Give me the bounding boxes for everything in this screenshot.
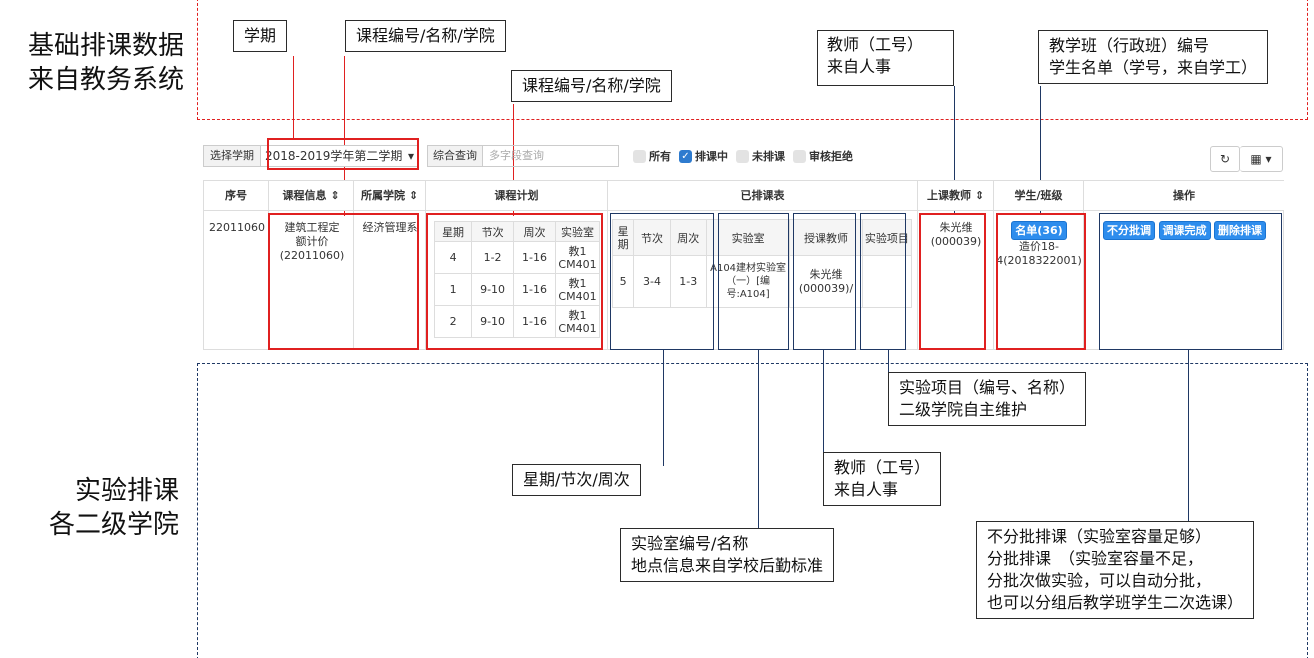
term-highlight (267, 138, 419, 170)
row-course: 建筑工程定 额计价 (22011060) (279, 221, 345, 262)
search-label: 综合查询 (427, 145, 483, 167)
col-divider (353, 211, 354, 350)
col-seq: 序号 (204, 181, 269, 211)
scheduled-table: 星期 节次 周次 实验室 授课教师 实验项目 5 3-4 1-3 A104建材实… (611, 219, 913, 308)
col-course[interactable]: 课程信息 ⇕ (269, 181, 354, 211)
callout-course-plan: 课程编号/名称/学院 (511, 70, 672, 102)
row-college: 经济管理系 (362, 221, 418, 234)
connector-term (293, 56, 294, 138)
callout-lab-room: 实验室编号/名称 地点信息来自学校后勤标准 (620, 528, 835, 582)
connector-lab-room (758, 349, 759, 528)
teacher-sched-highlight (793, 213, 856, 350)
connector-class (1040, 86, 1041, 214)
top-section-title: 基础排课数据 来自教务系统 (14, 29, 184, 97)
filter-rejected[interactable]: 审核拒绝 (793, 148, 853, 164)
term-select-value: 2018-2019学年第二学期 (265, 149, 403, 163)
sched-col-day: 星期 (611, 219, 635, 256)
filter-scheduling[interactable]: ✓ 排课中 (679, 148, 728, 164)
connector-teacher-bottom (823, 349, 824, 452)
term-select[interactable]: 2018-2019学年第二学期 ▾ (261, 145, 419, 167)
sched-col-project: 实验项目 (861, 219, 913, 256)
teacher-highlight (919, 213, 986, 350)
columns-button[interactable]: ▦ ▾ (1240, 146, 1283, 172)
bottom-section-title-line1: 实验排课 (74, 476, 179, 506)
top-section-title-line1: 基础排课数据 (27, 31, 184, 61)
plan-col-period: 节次 (471, 221, 515, 242)
row-teacher: 朱光维 (000039) (930, 221, 982, 248)
sort-icon: ⇕ (408, 189, 419, 202)
lab-schedule-region (197, 363, 1308, 658)
row-seq: 22011060 (209, 221, 265, 234)
course-highlight (268, 213, 419, 350)
row-ops: 不分批调 调课完成 删除排课 (1103, 221, 1283, 240)
callout-teacher-bottom: 教师（工号） 来自人事 (823, 452, 942, 506)
row-class: 名单(36) 造价18- 4(2018322001) (994, 221, 1084, 268)
plan-table: 星期 节次 周次 实验室 4 1-2 1-16 教1 CM401 1 9-10 … (433, 221, 600, 338)
finish-adjust-button[interactable]: 调课完成 (1158, 221, 1211, 240)
sched-col-lab: 实验室 (705, 219, 791, 256)
schedule-table: 序号 课程信息 ⇕ 所属学院 ⇕ 课程计划 已排课表 上课教师 ⇕ 学生/班级 … (203, 180, 1284, 350)
col-divider (607, 211, 608, 350)
connector-course-top (344, 56, 345, 216)
filter-all[interactable]: 所有 (633, 148, 671, 164)
connector-lab-project (888, 349, 889, 372)
callout-class: 教学班（行政班）编号 学生名单（学号，来自学工） (1038, 30, 1269, 84)
checkbox-icon (793, 149, 806, 163)
connector-week (663, 349, 664, 466)
connector-course-plan (513, 104, 514, 216)
col-college[interactable]: 所属学院 ⇕ (354, 181, 426, 211)
lab-room-highlight (718, 213, 789, 350)
sched-row: 5 3-4 1-3 A104建材实验室（一）[编号:A104] 朱光维 (000… (611, 255, 913, 308)
col-divider (993, 211, 994, 350)
search-input[interactable]: 多字段查询 (483, 145, 619, 167)
col-divider (425, 211, 426, 350)
class-highlight (996, 213, 1086, 350)
caret-down-icon: ▾ (407, 149, 414, 163)
bottom-section-title-line2: 各二级学院 (48, 510, 179, 540)
checked-checkbox-icon: ✓ (679, 149, 692, 163)
sort-icon: ⇕ (974, 189, 985, 202)
top-section-title-line2: 来自教务系统 (27, 65, 184, 95)
lab-project-highlight (860, 213, 906, 350)
term-label: 选择学期 (203, 145, 261, 167)
col-divider (1083, 211, 1084, 350)
checkbox-icon (736, 149, 749, 163)
callout-lab-project: 实验项目（编号、名称） 二级学院自主维护 (888, 372, 1087, 426)
plan-col-day: 星期 (433, 221, 473, 242)
sched-col-weeks: 周次 (669, 219, 707, 256)
callout-ops: 不分批排课（实验室容量足够） 分批排课 （实验室容量不足， 分批次做实验，可以自… (976, 521, 1255, 619)
col-teacher[interactable]: 上课教师 ⇕ (918, 181, 994, 211)
col-class: 学生/班级 (994, 181, 1084, 211)
callout-teacher-top: 教师（工号） 来自人事 (817, 30, 934, 82)
callout-course-top: 课程编号/名称/学院 (345, 20, 506, 52)
no-batch-button[interactable]: 不分批调 (1103, 221, 1155, 240)
plan-col-weeks: 周次 (513, 221, 556, 242)
col-divider (917, 211, 918, 350)
toolbar: 选择学期 2018-2019学年第二学期 ▾ 综合查询 多字段查询 所有 ✓ 排… (203, 143, 853, 169)
bottom-section-title: 实验排课 各二级学院 (14, 474, 179, 542)
plan-row: 4 1-2 1-16 教1 CM401 (433, 241, 600, 274)
callout-week: 星期/节次/周次 (512, 464, 641, 496)
col-scheduled: 已排课表 (608, 181, 918, 211)
col-plan: 课程计划 (426, 181, 608, 211)
ops-highlight (1099, 213, 1282, 350)
grid-columns-icon: ▦ ▾ (1250, 152, 1272, 166)
refresh-icon: ↻ (1219, 152, 1231, 166)
refresh-button[interactable]: ↻ (1210, 146, 1240, 172)
filter-unscheduled[interactable]: 未排课 (736, 148, 785, 164)
delete-schedule-button[interactable]: 删除排课 (1214, 221, 1266, 240)
checkbox-icon (633, 149, 646, 163)
basic-data-region (197, 0, 1308, 120)
plan-highlight (426, 213, 603, 350)
col-ops: 操作 (1084, 181, 1284, 211)
connector-ops (1188, 349, 1189, 521)
week-highlight (610, 213, 714, 350)
callout-term: 学期 (233, 20, 288, 52)
sort-icon: ⇕ (330, 189, 340, 202)
connector-teacher-top (954, 86, 955, 214)
student-list-button[interactable]: 名单(36) (1011, 221, 1067, 240)
plan-row: 2 9-10 1-16 教1 CM401 (433, 305, 600, 338)
